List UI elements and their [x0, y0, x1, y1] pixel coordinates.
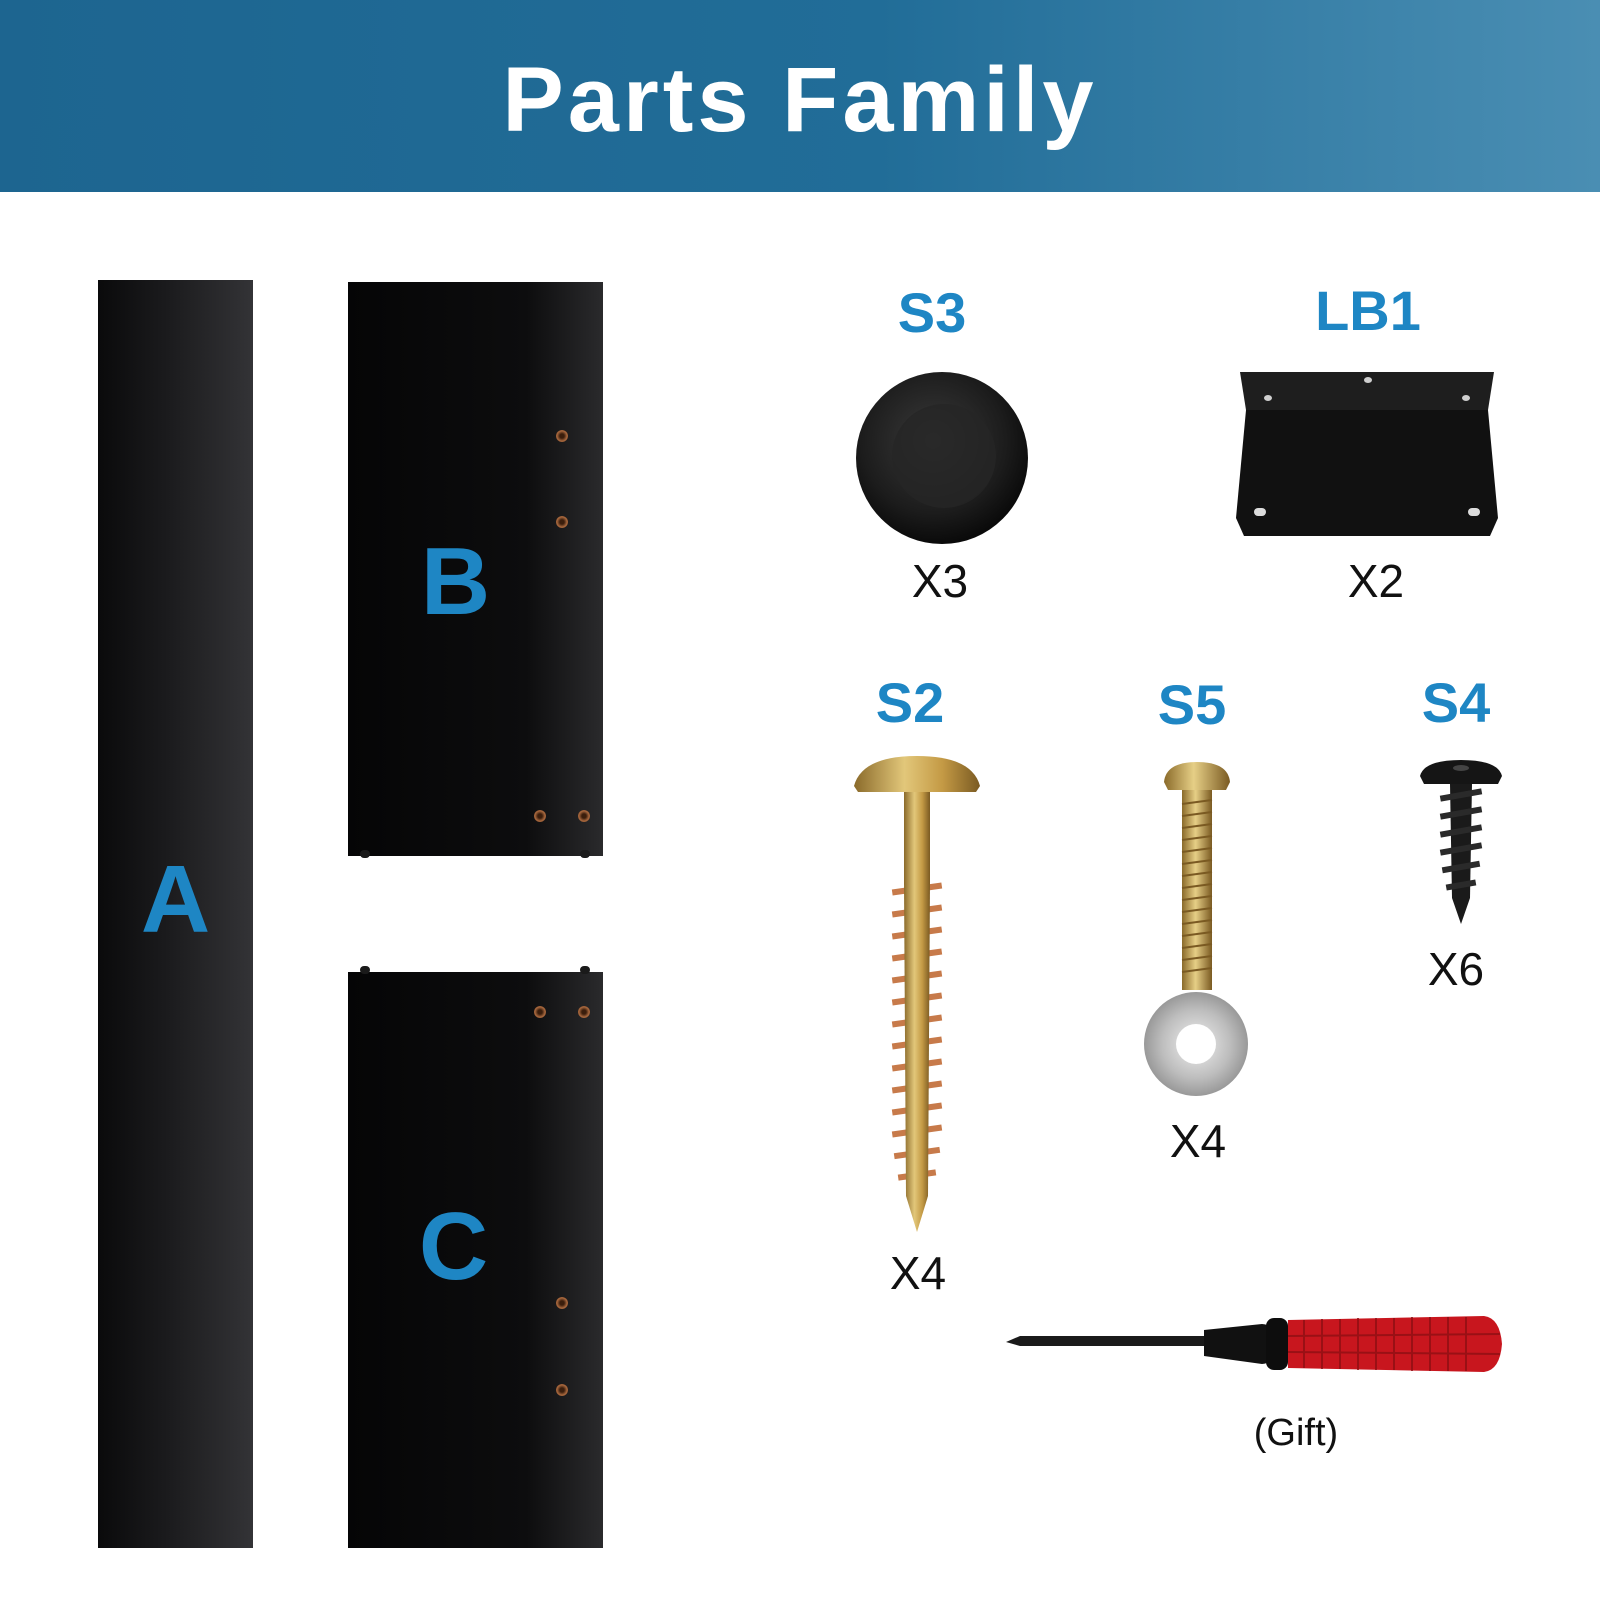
screwdriver-icon [1006, 1316, 1502, 1372]
part-s2-quantity: X4 [889, 1247, 947, 1299]
dowel-hole [556, 430, 568, 442]
part-lb1-code: LB1 [1315, 279, 1421, 342]
dowel-hole [578, 1006, 590, 1018]
part-lb1-quantity: X2 [1347, 555, 1405, 607]
panel-a-label: A [140, 846, 211, 953]
header-banner [0, 0, 1600, 192]
wood-screw-icon [854, 756, 980, 1232]
part-s5-quantity: X4 [1169, 1115, 1227, 1167]
panel-a: A [98, 280, 253, 1548]
panel-c: C [348, 966, 603, 1548]
panel-b-label: B [420, 528, 491, 635]
l-bracket-icon [1236, 372, 1498, 536]
dowel-hole [534, 1006, 546, 1018]
dowel-hole [534, 810, 546, 822]
black-screw-icon [1420, 760, 1502, 924]
panel-foot [360, 850, 370, 858]
panel-foot [580, 850, 590, 858]
part-s4-code: S4 [1421, 671, 1491, 734]
panel-foot [580, 966, 590, 974]
dowel-hole [556, 1297, 568, 1309]
part-s3-quantity: X3 [911, 555, 969, 607]
part-s3-code: S3 [897, 281, 967, 344]
part-s4-quantity: X6 [1427, 943, 1485, 995]
page-title: Parts Family [502, 49, 1098, 151]
panel-c-label: C [418, 1193, 489, 1300]
panel-foot [360, 966, 370, 974]
gift-note: (Gift) [1253, 1412, 1339, 1454]
bolt-washer-icon [1144, 762, 1248, 1096]
rubber-cap-icon [856, 372, 1028, 544]
part-s5-code: S5 [1157, 673, 1227, 736]
part-s2-code: S2 [875, 671, 945, 734]
dowel-hole [578, 810, 590, 822]
dowel-hole [556, 516, 568, 528]
dowel-hole [556, 1384, 568, 1396]
panel-b: B [348, 282, 603, 858]
